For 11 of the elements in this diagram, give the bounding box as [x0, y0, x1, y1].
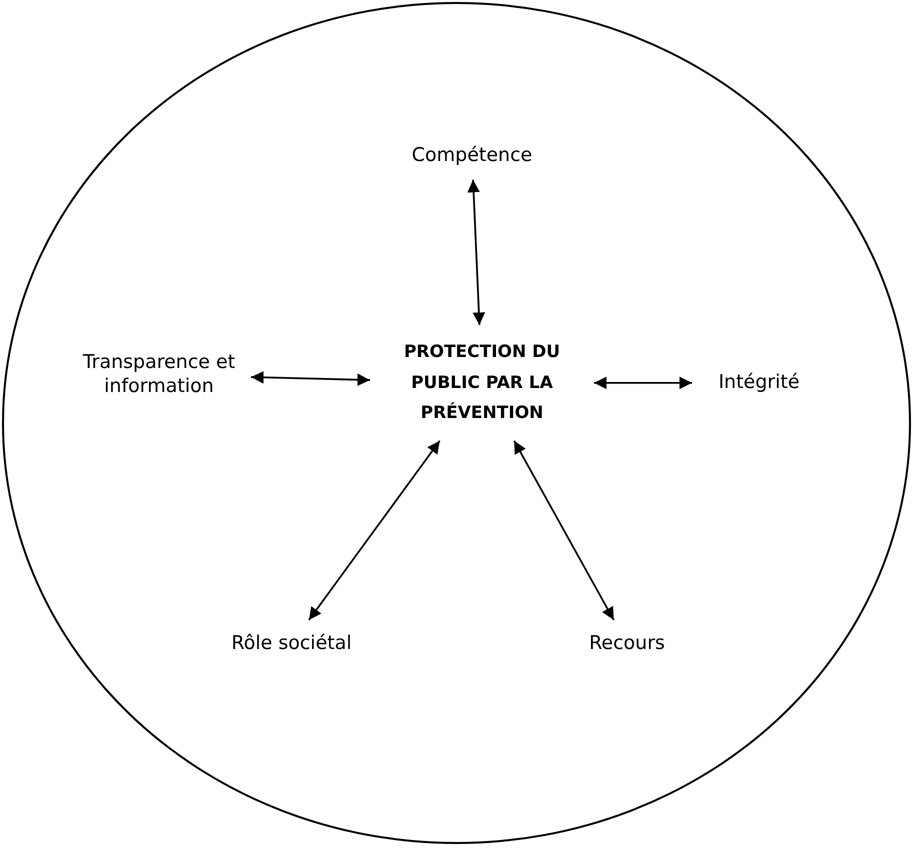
double-arrow: [250, 371, 370, 386]
concept-label: Compétence: [387, 144, 557, 168]
concept-label: Transparence et information: [79, 351, 239, 398]
double-arrow: [308, 440, 440, 621]
concept-label: Recours: [572, 632, 682, 656]
double-arrow: [467, 180, 486, 326]
concept-label: Intégrité: [704, 371, 814, 395]
central-concept-label: PROTECTION DU PUBLIC PAR LA PRÉVENTION: [382, 337, 582, 429]
concept-label: Rôle sociétal: [209, 632, 374, 656]
double-arrow: [513, 440, 615, 620]
double-arrow: [594, 376, 692, 390]
